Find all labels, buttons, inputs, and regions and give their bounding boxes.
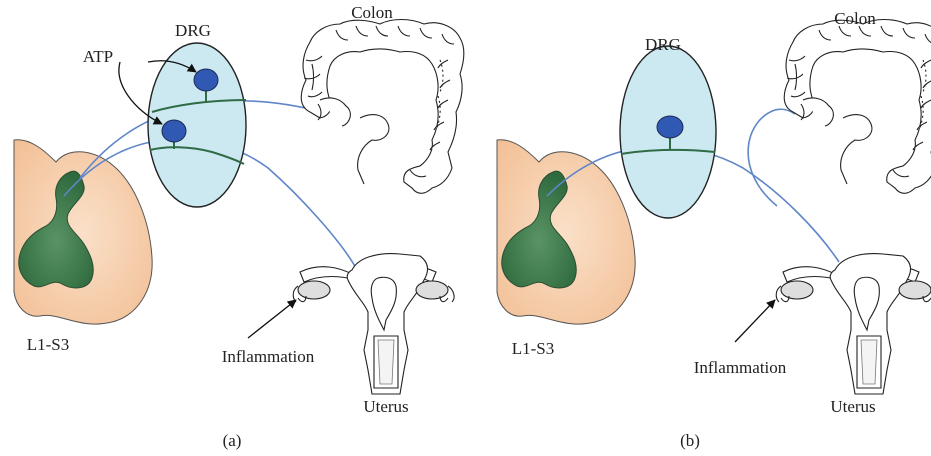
neuron-cell-body-lower-a bbox=[162, 120, 186, 142]
uterus-label-b: Uterus bbox=[830, 397, 875, 416]
uterus-b bbox=[776, 254, 931, 394]
inflammation-arrow-a bbox=[248, 300, 296, 338]
panel-a: DRG Colon ATP L1-S3 Inflammation Uterus … bbox=[14, 3, 464, 450]
spinal-cord-a bbox=[14, 140, 152, 324]
atp-label: ATP bbox=[83, 47, 113, 66]
spinal-level-label-b: L1-S3 bbox=[512, 339, 555, 358]
colon-label-b: Colon bbox=[834, 9, 876, 28]
panel-caption-a: (a) bbox=[223, 431, 242, 450]
drg-label-b: DRG bbox=[645, 35, 681, 54]
inflammation-arrow-b bbox=[735, 300, 775, 342]
drg-ganglion-a bbox=[148, 43, 246, 207]
neuron-cell-body-b bbox=[657, 116, 683, 138]
panel-caption-b: (b) bbox=[680, 431, 700, 450]
uterus-label-a: Uterus bbox=[363, 397, 408, 416]
colon-label-a: Colon bbox=[351, 3, 393, 22]
drg-label-a: DRG bbox=[175, 21, 211, 40]
inflammation-label-a: Inflammation bbox=[222, 347, 315, 366]
colon-b bbox=[784, 20, 931, 194]
spinal-cord-b bbox=[497, 140, 635, 324]
spinal-level-label-a: L1-S3 bbox=[27, 335, 70, 354]
inflammation-label-b: Inflammation bbox=[694, 358, 787, 377]
colon-branch-b bbox=[748, 109, 795, 206]
neuron-cell-body-upper-a bbox=[194, 69, 218, 91]
uterus-a bbox=[293, 254, 454, 394]
panel-b: DRG Colon L1-S3 Inflammation Uterus (b) bbox=[497, 9, 931, 450]
colon-a bbox=[301, 20, 464, 194]
